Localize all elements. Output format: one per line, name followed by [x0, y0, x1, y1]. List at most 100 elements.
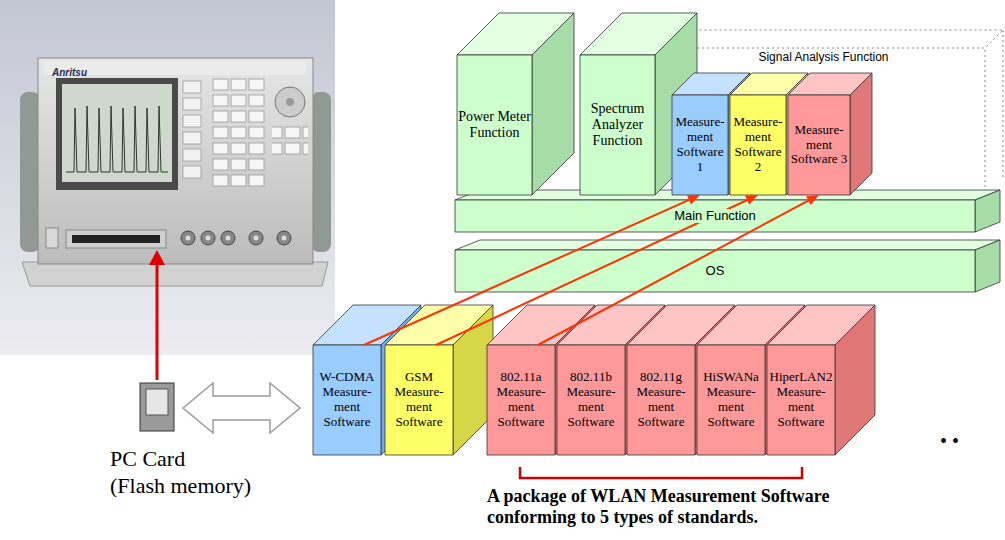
- screen-trace: [66, 106, 168, 172]
- layer-slab-top: [455, 240, 1000, 250]
- ellipsis-mark-holder: • •: [940, 430, 959, 453]
- software-package-box-front: [313, 345, 381, 455]
- software-package-box: 802.11a Measure-ment Software: [487, 345, 555, 455]
- software-package-box: 802.11g Measure-ment Software: [627, 345, 695, 455]
- function-group: Signal Analysis FunctionMeasure-ment Sof…: [662, 48, 985, 195]
- slab-label: OS: [702, 264, 729, 279]
- function-block-front: [457, 55, 532, 195]
- software-package-box: W-CDMA Measure-ment Software: [313, 345, 381, 455]
- group-outline: [662, 30, 1003, 195]
- measurement-software-slot-front: [788, 95, 850, 195]
- bracket: [520, 467, 802, 478]
- software-package-box-front: [767, 345, 835, 455]
- box-label: 802.11g Measure-ment Software: [628, 370, 694, 430]
- connector-line: [538, 200, 810, 345]
- pc-card-label-area: [146, 389, 168, 415]
- connector-pin: [226, 236, 231, 241]
- measurement-software-slot-front: [672, 95, 728, 195]
- part-label-holder: PC Card: [110, 446, 185, 471]
- slab-label: Main Function: [670, 209, 760, 224]
- box-label: 802.11a Measure-ment Software: [488, 370, 554, 430]
- keypad: [212, 78, 266, 190]
- insert-arrow: [156, 263, 159, 380]
- layer-slab-front: [455, 250, 975, 292]
- software-package-box: GSM Measure-ment Software: [385, 345, 453, 455]
- connector: [249, 231, 263, 245]
- connector-pin: [186, 236, 191, 241]
- instrument-base: [22, 262, 328, 286]
- box-label: Spectrum Analyzer Function: [581, 101, 654, 149]
- software-package-box-front: [697, 345, 765, 455]
- arrow-head: [745, 195, 758, 205]
- software-package-box-front: [557, 345, 625, 455]
- insert-arrow-head: [149, 250, 165, 265]
- measurement-software-slot: Measure-ment Software 2: [730, 95, 786, 195]
- function-block-side: [532, 13, 574, 195]
- connector-arrow: [364, 195, 700, 345]
- box-label: Measure-ment Software 3: [789, 123, 849, 168]
- instrument-body: [38, 58, 313, 264]
- measurement-software-slot-side: [850, 73, 872, 195]
- function-block: Power Meter Function: [457, 55, 532, 195]
- ellipsis-mark: • •: [940, 430, 959, 452]
- group-label: Signal Analysis Function: [664, 51, 983, 65]
- software-package-box-side: [835, 305, 875, 455]
- screen-bezel: [56, 78, 178, 190]
- instrument-handle: [311, 92, 331, 252]
- function-block-front: [580, 55, 655, 195]
- connector: [277, 231, 291, 245]
- rotary-knob: [275, 87, 305, 117]
- box-label: Power Meter Function: [458, 109, 531, 141]
- connector-pin: [206, 236, 211, 241]
- box-label: Measure-ment Software 1: [673, 115, 727, 175]
- part-label-holder: (Flash memory): [110, 473, 251, 498]
- function-block: Spectrum Analyzer Function: [580, 55, 655, 195]
- connector-pin: [282, 236, 287, 241]
- arrow-head: [806, 195, 819, 205]
- box-label: W-CDMA Measure-ment Software: [314, 370, 380, 430]
- layer-slab-side: [975, 240, 1000, 292]
- measurement-software-slot: Measure-ment Software 1: [672, 95, 728, 195]
- brand-label-holder: Anritsu: [52, 62, 87, 80]
- card-slot: [72, 235, 160, 243]
- photo-background: [0, 0, 335, 355]
- box-label: HiperLAN2 Measure-ment Software: [768, 370, 834, 430]
- box-label: 802.11b Measure-ment Software: [558, 370, 624, 430]
- card-slot-frame: [66, 230, 166, 248]
- software-package-box-front: [487, 345, 555, 455]
- pc-card-icon: [140, 383, 174, 431]
- softkeys: [182, 80, 204, 182]
- software-package-box: HiSWANa Measure-ment Software: [697, 345, 765, 455]
- layer-slab: Main Function: [455, 200, 975, 232]
- caption-holder: A package of WLAN Measurement Software c…: [487, 486, 882, 527]
- software-package-box-front: [385, 345, 453, 455]
- connector-pin: [254, 236, 259, 241]
- connector-line: [364, 199, 691, 345]
- layer-slab-side: [975, 190, 1000, 232]
- measurement-software-slot: Measure-ment Software 3: [788, 95, 850, 195]
- box-label: GSM Measure-ment Software: [386, 370, 452, 430]
- rotary-knob-center: [286, 98, 294, 106]
- brand-label: Anritsu: [52, 67, 87, 78]
- screen: [62, 84, 172, 182]
- box-label: HiSWANa Measure-ment Software: [698, 370, 764, 430]
- software-package-box: HiperLAN2 Measure-ment Software: [767, 345, 835, 455]
- layer-slab: OS: [455, 250, 975, 292]
- power-switch: [46, 228, 58, 248]
- software-package-box-front: [627, 345, 695, 455]
- connector: [221, 231, 235, 245]
- connector: [201, 231, 215, 245]
- double-arrow: [183, 383, 300, 433]
- box-label: Measure-ment Software 2: [731, 115, 785, 175]
- arrow-head: [687, 195, 700, 204]
- measurement-software-slot-front: [730, 95, 786, 195]
- layer-slab-front: [455, 200, 975, 232]
- caption: A package of WLAN Measurement Software c…: [487, 486, 882, 527]
- connector: [181, 231, 195, 245]
- part-label: PC Card: [110, 446, 185, 471]
- part-label: (Flash memory): [110, 473, 251, 498]
- software-package-box: 802.11b Measure-ment Software: [557, 345, 625, 455]
- connector-arrow: [538, 195, 819, 345]
- instrument-handle: [20, 92, 40, 252]
